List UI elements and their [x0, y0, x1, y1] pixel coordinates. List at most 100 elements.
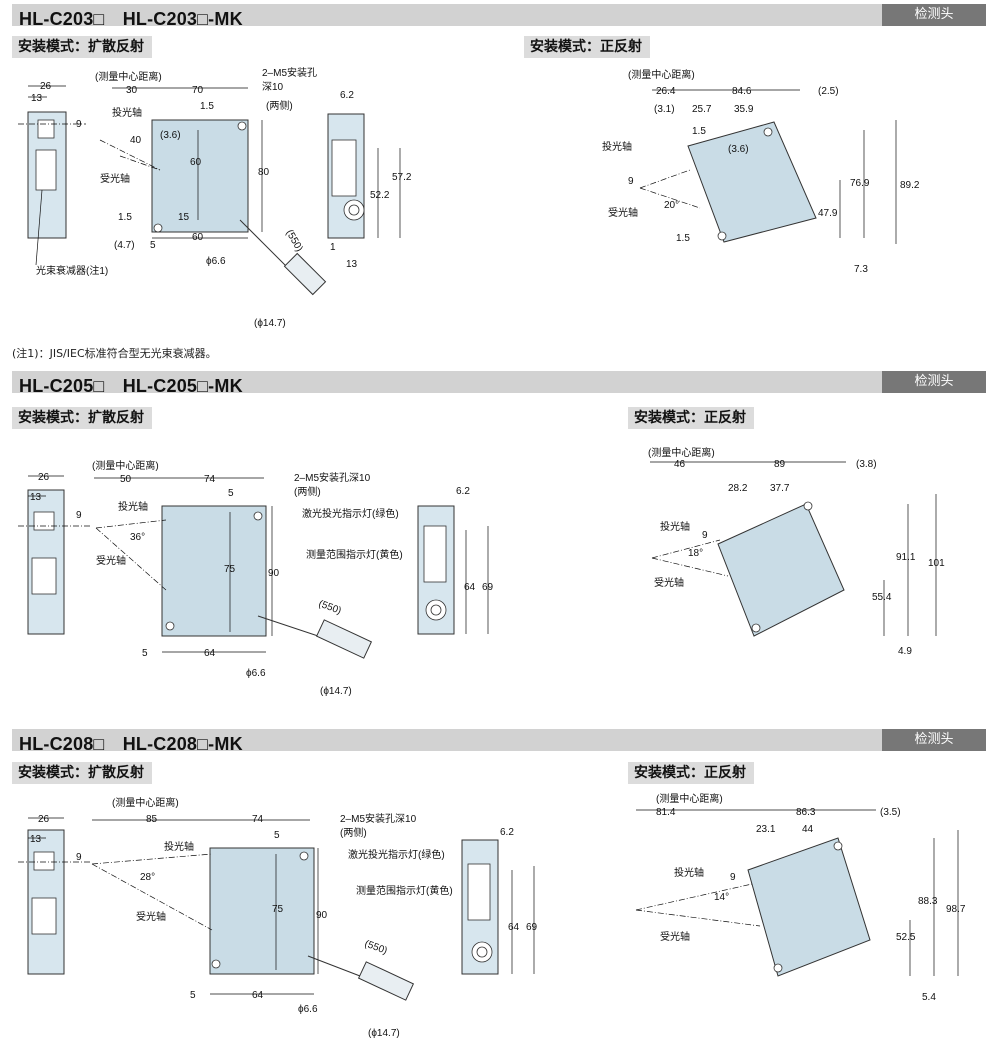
laser-indicator-label: 激光投光指示灯(绿色) — [348, 848, 445, 861]
dim-label: 57.2 — [392, 172, 412, 183]
dim-label: 89.2 — [900, 180, 920, 191]
dim-label: 64 — [464, 582, 476, 593]
dim-label: 26 — [38, 472, 50, 483]
dim-label: ϕ6.6 — [246, 668, 266, 679]
emit-axis-label: 投光轴 — [602, 140, 632, 153]
dim-label: 23.1 — [756, 824, 776, 835]
mode-label-diffuse: 安装模式：扩散反射 — [12, 407, 152, 429]
dim-label: 44 — [802, 824, 814, 835]
dim-label: (3.1) — [654, 104, 675, 115]
dim-label: 36° — [130, 532, 145, 543]
dim-label: (4.7) — [114, 240, 135, 251]
dim-label: 5 — [150, 240, 156, 251]
dim-label: 89 — [774, 459, 786, 470]
dim-label: 64 — [508, 922, 520, 933]
dim-label: 50 — [120, 474, 132, 485]
attenuator-label: 光束衰减器(注1) — [36, 264, 108, 277]
drawing-c208: 26 13 9 (测量中心距离) 2–M5安装孔深10 (两侧) 85 74 5… — [18, 792, 966, 1039]
center-distance-label: (测量中心距离) — [656, 792, 723, 805]
dim-label: (550) — [283, 228, 304, 254]
dim-label: 20° — [664, 200, 679, 211]
dim-label: 86.3 — [796, 807, 816, 818]
dim-label: 40 — [130, 135, 142, 146]
dim-label: 9 — [730, 872, 736, 883]
dim-label: ϕ6.6 — [206, 256, 226, 267]
dim-label: 6.2 — [340, 90, 354, 101]
dim-label: 1.5 — [676, 233, 690, 244]
dim-label: 52.2 — [370, 190, 390, 201]
mode-label-specular: 安装模式：正反射 — [524, 36, 650, 58]
dim-label: 28° — [140, 872, 155, 883]
dim-label: 25.7 — [692, 104, 712, 115]
dim-label: 64 — [252, 990, 264, 1001]
category-tag: 检测头 — [882, 729, 986, 751]
dim-label: 35.9 — [734, 104, 754, 115]
recv-axis-label: 受光轴 — [654, 576, 684, 589]
dim-label: ϕ6.6 — [298, 1004, 318, 1015]
center-distance-label: (测量中心距离) — [92, 459, 159, 472]
dim-label: 9 — [76, 852, 82, 863]
dim-label: 18° — [688, 548, 703, 559]
dim-label: 13 — [30, 492, 42, 503]
dim-label: 80 — [258, 167, 270, 178]
dim-label: 37.7 — [770, 483, 790, 494]
dim-label: 69 — [526, 922, 538, 933]
model-title: HL-C208□ HL-C208□-MK — [19, 734, 243, 754]
dim-label: (3.6) — [728, 144, 749, 155]
dim-label: 75 — [224, 564, 236, 575]
dim-label: 55.4 — [872, 592, 892, 603]
recv-axis-label: 受光轴 — [660, 930, 690, 943]
mode-label-specular: 安装模式：正反射 — [628, 407, 754, 429]
specular-view-body — [717, 503, 845, 637]
dim-label: 98.7 — [946, 904, 966, 915]
footnote: (注1)：JIS/IEC标准符合型无光束衰减器。 — [12, 347, 217, 360]
dim-label: 26 — [38, 814, 50, 825]
mount-hole-label: 2–M5安装孔深10 — [340, 812, 417, 825]
dim-label: 1.5 — [692, 126, 706, 137]
recv-axis-label: 受光轴 — [608, 206, 638, 219]
range-indicator-label: 测量范围指示灯(黄色) — [306, 548, 403, 561]
dim-label: 46 — [674, 459, 686, 470]
recv-axis-label: 受光轴 — [136, 910, 166, 923]
dim-label: 76.9 — [850, 178, 870, 189]
dim-label: 64 — [204, 648, 216, 659]
dim-label: 60 — [192, 232, 204, 243]
dim-label: 9 — [76, 119, 82, 130]
dim-label: 13 — [31, 93, 43, 104]
both-sides-label: (两侧) — [294, 485, 321, 498]
dim-label: 88.3 — [918, 896, 938, 907]
front-view-body — [151, 119, 249, 233]
dim-label: (ϕ14.7) — [320, 686, 352, 697]
dim-label: 84.6 — [732, 86, 752, 97]
drawing-c205: 26 13 9 (测量中心距离) 2–M5安装孔深10 (两侧) 50 74 5… — [18, 446, 945, 697]
dim-label: 4.9 — [898, 646, 912, 657]
emit-axis-label: 投光轴 — [674, 866, 704, 879]
dim-label: 1.5 — [118, 212, 132, 223]
center-distance-label: (测量中心距离) — [648, 446, 715, 459]
recv-axis-label: 受光轴 — [96, 554, 126, 567]
dim-label: 60 — [190, 157, 202, 168]
emit-axis-label: 投光轴 — [118, 500, 148, 513]
center-distance-label: (测量中心距离) — [95, 70, 162, 83]
dim-label: 30 — [126, 85, 138, 96]
recv-axis-label: 受光轴 — [100, 172, 130, 185]
dim-label: 6.2 — [500, 827, 514, 838]
front-view-body — [209, 847, 315, 975]
dim-label: 26.4 — [656, 86, 676, 97]
laser-indicator-label: 激光投光指示灯(绿色) — [302, 507, 399, 520]
dim-label: 69 — [482, 582, 494, 593]
dim-label: 7.3 — [854, 264, 868, 275]
drawing-c203: 26 13 9 光束衰减器(注1) (测量中心距离) 2–M5安装孔 深10 (… — [18, 66, 920, 329]
dim-label: 91.1 — [896, 552, 916, 563]
dim-label: 9 — [702, 530, 708, 541]
dim-label: 81.4 — [656, 807, 676, 818]
dim-label: 47.9 — [818, 208, 838, 219]
specular-view-body — [687, 121, 817, 243]
category-tag: 检测头 — [882, 4, 986, 26]
mode-label-diffuse: 安装模式：扩散反射 — [12, 762, 152, 784]
model-title: HL-C205□ HL-C205□-MK — [19, 376, 243, 396]
dim-label: (3.5) — [880, 807, 901, 818]
dim-label: 5 — [274, 830, 280, 841]
dim-label: (550) — [363, 938, 389, 956]
dim-label: 52.5 — [896, 932, 916, 943]
